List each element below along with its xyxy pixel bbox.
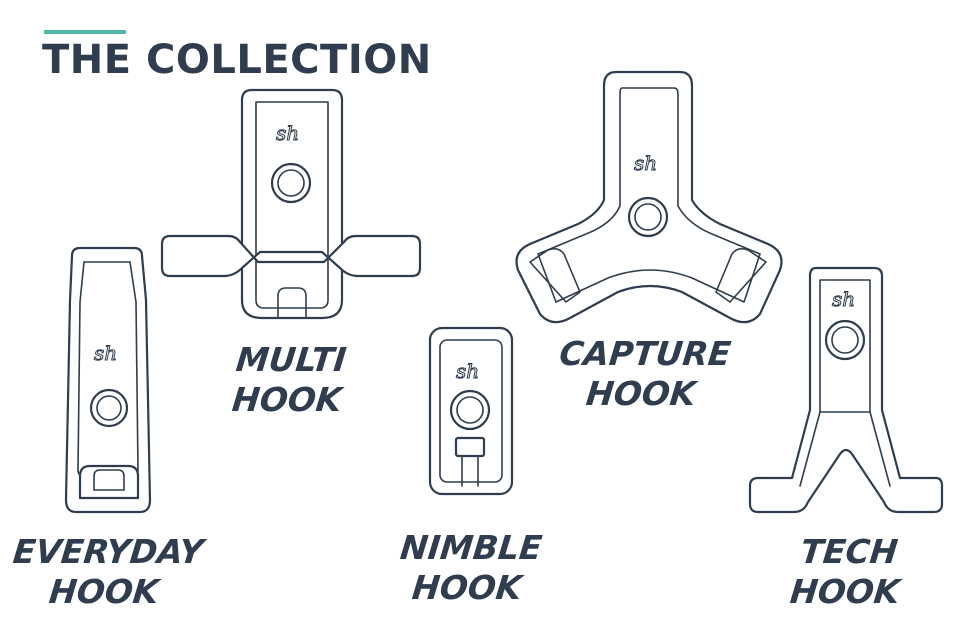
tech-hook-label-line2: HOOK bbox=[788, 572, 902, 611]
tech-hook-label-line1: TECH bbox=[798, 532, 900, 571]
multi-hook-label: MULTI HOOK bbox=[210, 340, 368, 420]
nimble-hook-icon: sh bbox=[428, 326, 514, 496]
capture-hook-label-line1: CAPTURE bbox=[557, 334, 733, 373]
everyday-hook-label-line2: HOOK bbox=[47, 572, 161, 611]
tech-hook-label: TECH HOOK bbox=[768, 532, 926, 612]
heading-accent-rule bbox=[44, 30, 126, 34]
capture-hook-label: CAPTURE HOOK bbox=[544, 334, 742, 414]
svg-text:sh: sh bbox=[276, 121, 299, 145]
page-title: THE COLLECTION bbox=[42, 37, 432, 83]
svg-text:sh: sh bbox=[832, 287, 855, 311]
svg-text:sh: sh bbox=[94, 341, 117, 365]
tech-hook-icon: sh bbox=[748, 266, 944, 514]
everyday-hook-label: EVERYDAY HOOK bbox=[4, 532, 208, 612]
capture-hook-label-line2: HOOK bbox=[584, 374, 698, 413]
nimble-hook-label-line1: NIMBLE bbox=[398, 528, 544, 567]
multi-hook-label-line1: MULTI bbox=[234, 340, 349, 379]
multi-hook-label-line2: HOOK bbox=[230, 380, 344, 419]
capture-hook-icon: sh bbox=[515, 70, 783, 324]
multi-hook-icon: sh bbox=[160, 88, 422, 320]
nimble-hook-label: NIMBLE HOOK bbox=[390, 528, 548, 608]
everyday-hook-icon: sh bbox=[64, 246, 152, 514]
svg-text:sh: sh bbox=[634, 151, 657, 175]
svg-text:sh: sh bbox=[456, 359, 479, 383]
nimble-hook-label-line2: HOOK bbox=[410, 568, 524, 607]
everyday-hook-label-line1: EVERYDAY bbox=[11, 532, 206, 571]
